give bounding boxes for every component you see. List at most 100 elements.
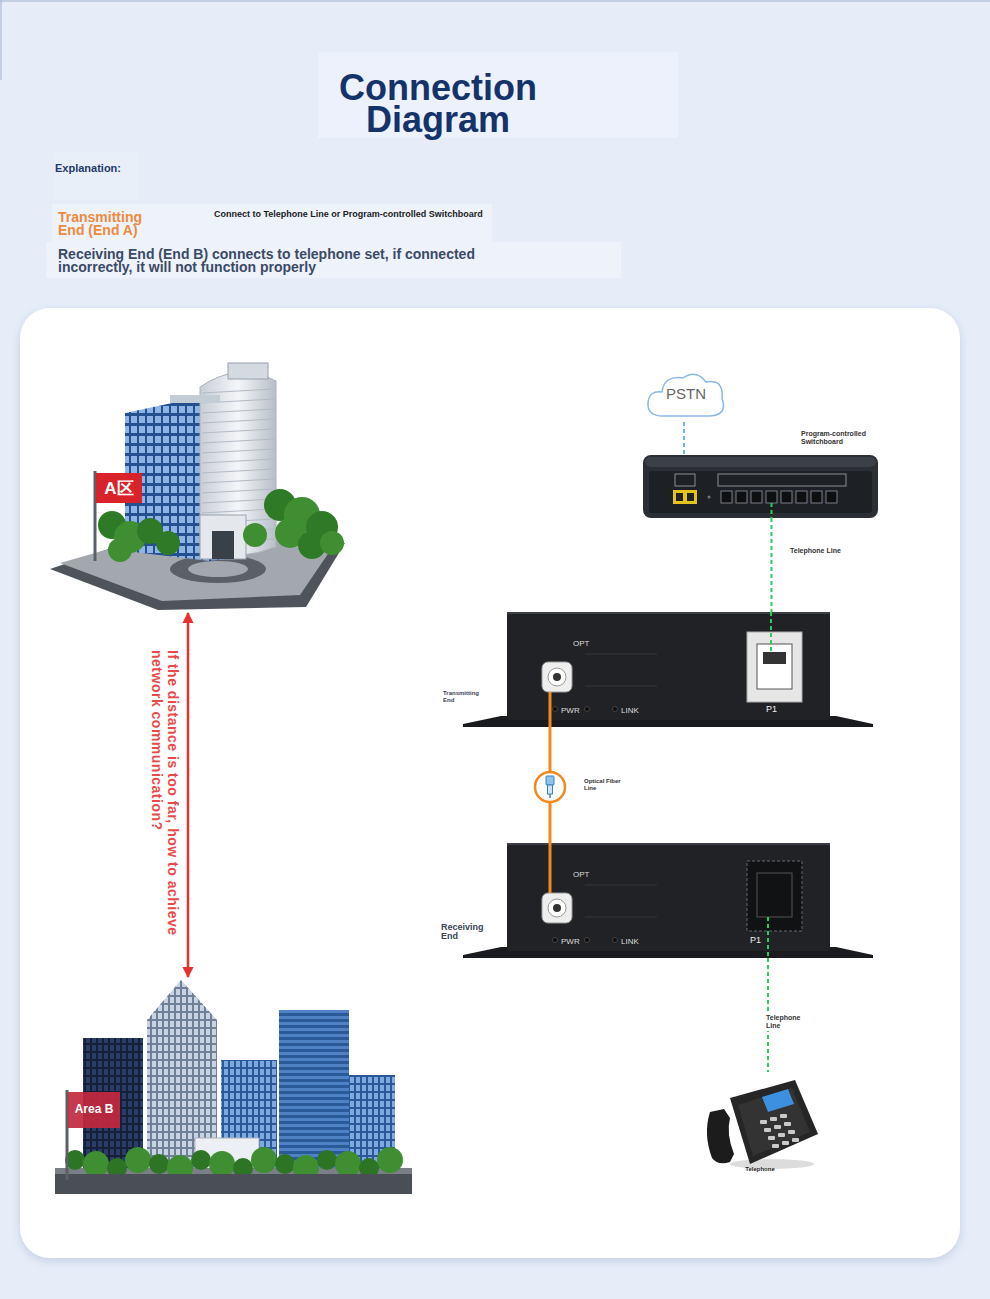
illustration-part <box>553 673 561 681</box>
illustration-part <box>507 612 830 720</box>
city-buildings-b <box>55 980 412 1195</box>
illustration-part <box>549 843 552 893</box>
illustration-part <box>770 1117 777 1121</box>
illustration-part <box>68 1092 120 1128</box>
illustration-part <box>757 873 792 917</box>
illustration-part <box>585 885 657 886</box>
illustration-part <box>774 1125 781 1129</box>
fiber-connector-icon <box>535 772 565 802</box>
node-label: Transmitting End <box>443 690 491 704</box>
title-patch <box>318 52 678 138</box>
connector-line <box>187 613 190 977</box>
converter-node: Transmitting EndOPTPWRLINKP1 <box>507 612 830 727</box>
illustration-part <box>648 374 724 416</box>
node-label: OPT <box>573 870 603 879</box>
illustration-part <box>507 612 830 614</box>
illustration-part <box>548 899 566 917</box>
illustration-part <box>83 1151 109 1177</box>
illustration-part <box>202 449 274 453</box>
note-text: Receiving End (End B) connects to teleph… <box>58 248 548 274</box>
illustration-part <box>771 503 773 518</box>
connector-body <box>546 776 554 785</box>
illustration-part <box>96 473 142 503</box>
connector-group <box>188 422 772 1072</box>
node-label: Program-controlled Switchboard <box>801 430 891 446</box>
illustration-part <box>730 1080 818 1164</box>
illustration-part <box>760 1120 767 1124</box>
building-node: A区 <box>50 355 345 610</box>
illustration-part <box>718 474 846 486</box>
switchboard-node: Program-controlled Switchboard <box>643 455 878 518</box>
node-label: PSTN <box>666 385 706 402</box>
illustration-part <box>788 1130 795 1134</box>
telephone-set <box>700 1072 820 1180</box>
note-patch <box>54 152 138 200</box>
connector-label: Telephone Line <box>764 1013 804 1031</box>
illustration-part <box>202 389 274 393</box>
illustration-part <box>542 662 572 692</box>
illustration-part <box>553 904 561 912</box>
illustration-part <box>676 493 683 501</box>
illustration-part <box>191 1150 211 1170</box>
node-label: PWR <box>561 706 587 715</box>
illustration-part <box>781 491 792 503</box>
top-rule <box>0 1 990 2</box>
illustration-part <box>768 1136 775 1140</box>
white-panel <box>20 308 960 1258</box>
illustration-part <box>811 491 822 503</box>
illustration-part <box>747 632 802 702</box>
illustration-part <box>585 654 657 655</box>
node-label: Telephone <box>700 1166 820 1172</box>
node-label: P1 <box>766 704 780 714</box>
illustration-part <box>778 1133 785 1137</box>
illustration-part <box>649 471 872 513</box>
illustration-part <box>275 1154 295 1174</box>
illustration-part <box>553 938 558 943</box>
node-label: A区 <box>96 477 142 500</box>
illustration-part <box>738 1088 810 1156</box>
illustration-part <box>585 707 590 712</box>
connector-label: If the distance is too far, how to achie… <box>149 650 181 940</box>
illustration-part <box>763 652 786 664</box>
switchboard-device <box>643 455 878 518</box>
illustration-part <box>687 493 694 501</box>
illustration-part <box>279 1010 349 1175</box>
illustration-part <box>548 668 566 686</box>
note-patch <box>46 242 621 278</box>
illustration-part <box>251 1147 277 1173</box>
illustration-part <box>549 692 552 727</box>
illustration-part <box>55 1174 412 1194</box>
illustration-part <box>772 1144 779 1148</box>
telephone-node: Telephone <box>700 1072 820 1180</box>
illustration-part <box>320 531 344 555</box>
illustration-part <box>209 1151 235 1177</box>
node-label: PWR <box>561 937 587 946</box>
illustration-part <box>770 612 772 652</box>
illustration-part <box>747 861 802 931</box>
fiber-converter-device <box>507 612 830 727</box>
illustration-part <box>643 455 878 518</box>
illustration-part <box>708 496 711 499</box>
illustration-part <box>202 459 274 463</box>
illustration-part <box>780 1114 787 1118</box>
illustration-part <box>762 1089 794 1112</box>
illustration-part <box>200 515 246 559</box>
illustration-part <box>782 1141 789 1145</box>
converter-node: Receiving EndOPTPWRLINKP1 <box>507 843 830 958</box>
illustration-part <box>202 479 274 483</box>
connector-line <box>771 518 773 612</box>
illustration-part <box>826 491 837 503</box>
node-label: Area B <box>68 1102 120 1116</box>
illustration-part <box>212 531 234 559</box>
node-label: LINK <box>621 937 651 946</box>
note-text: Explanation: <box>55 162 165 174</box>
illustration-part <box>613 938 618 943</box>
cloud-node: PSTN <box>645 370 727 422</box>
connector-tip <box>549 794 551 798</box>
illustration-part <box>170 395 220 403</box>
connector-label: Telephone Line <box>790 547 850 555</box>
illustration-part <box>202 409 274 413</box>
note-text: Connect to Telephone Line or Program-con… <box>214 210 496 219</box>
illustration-part <box>202 419 274 423</box>
